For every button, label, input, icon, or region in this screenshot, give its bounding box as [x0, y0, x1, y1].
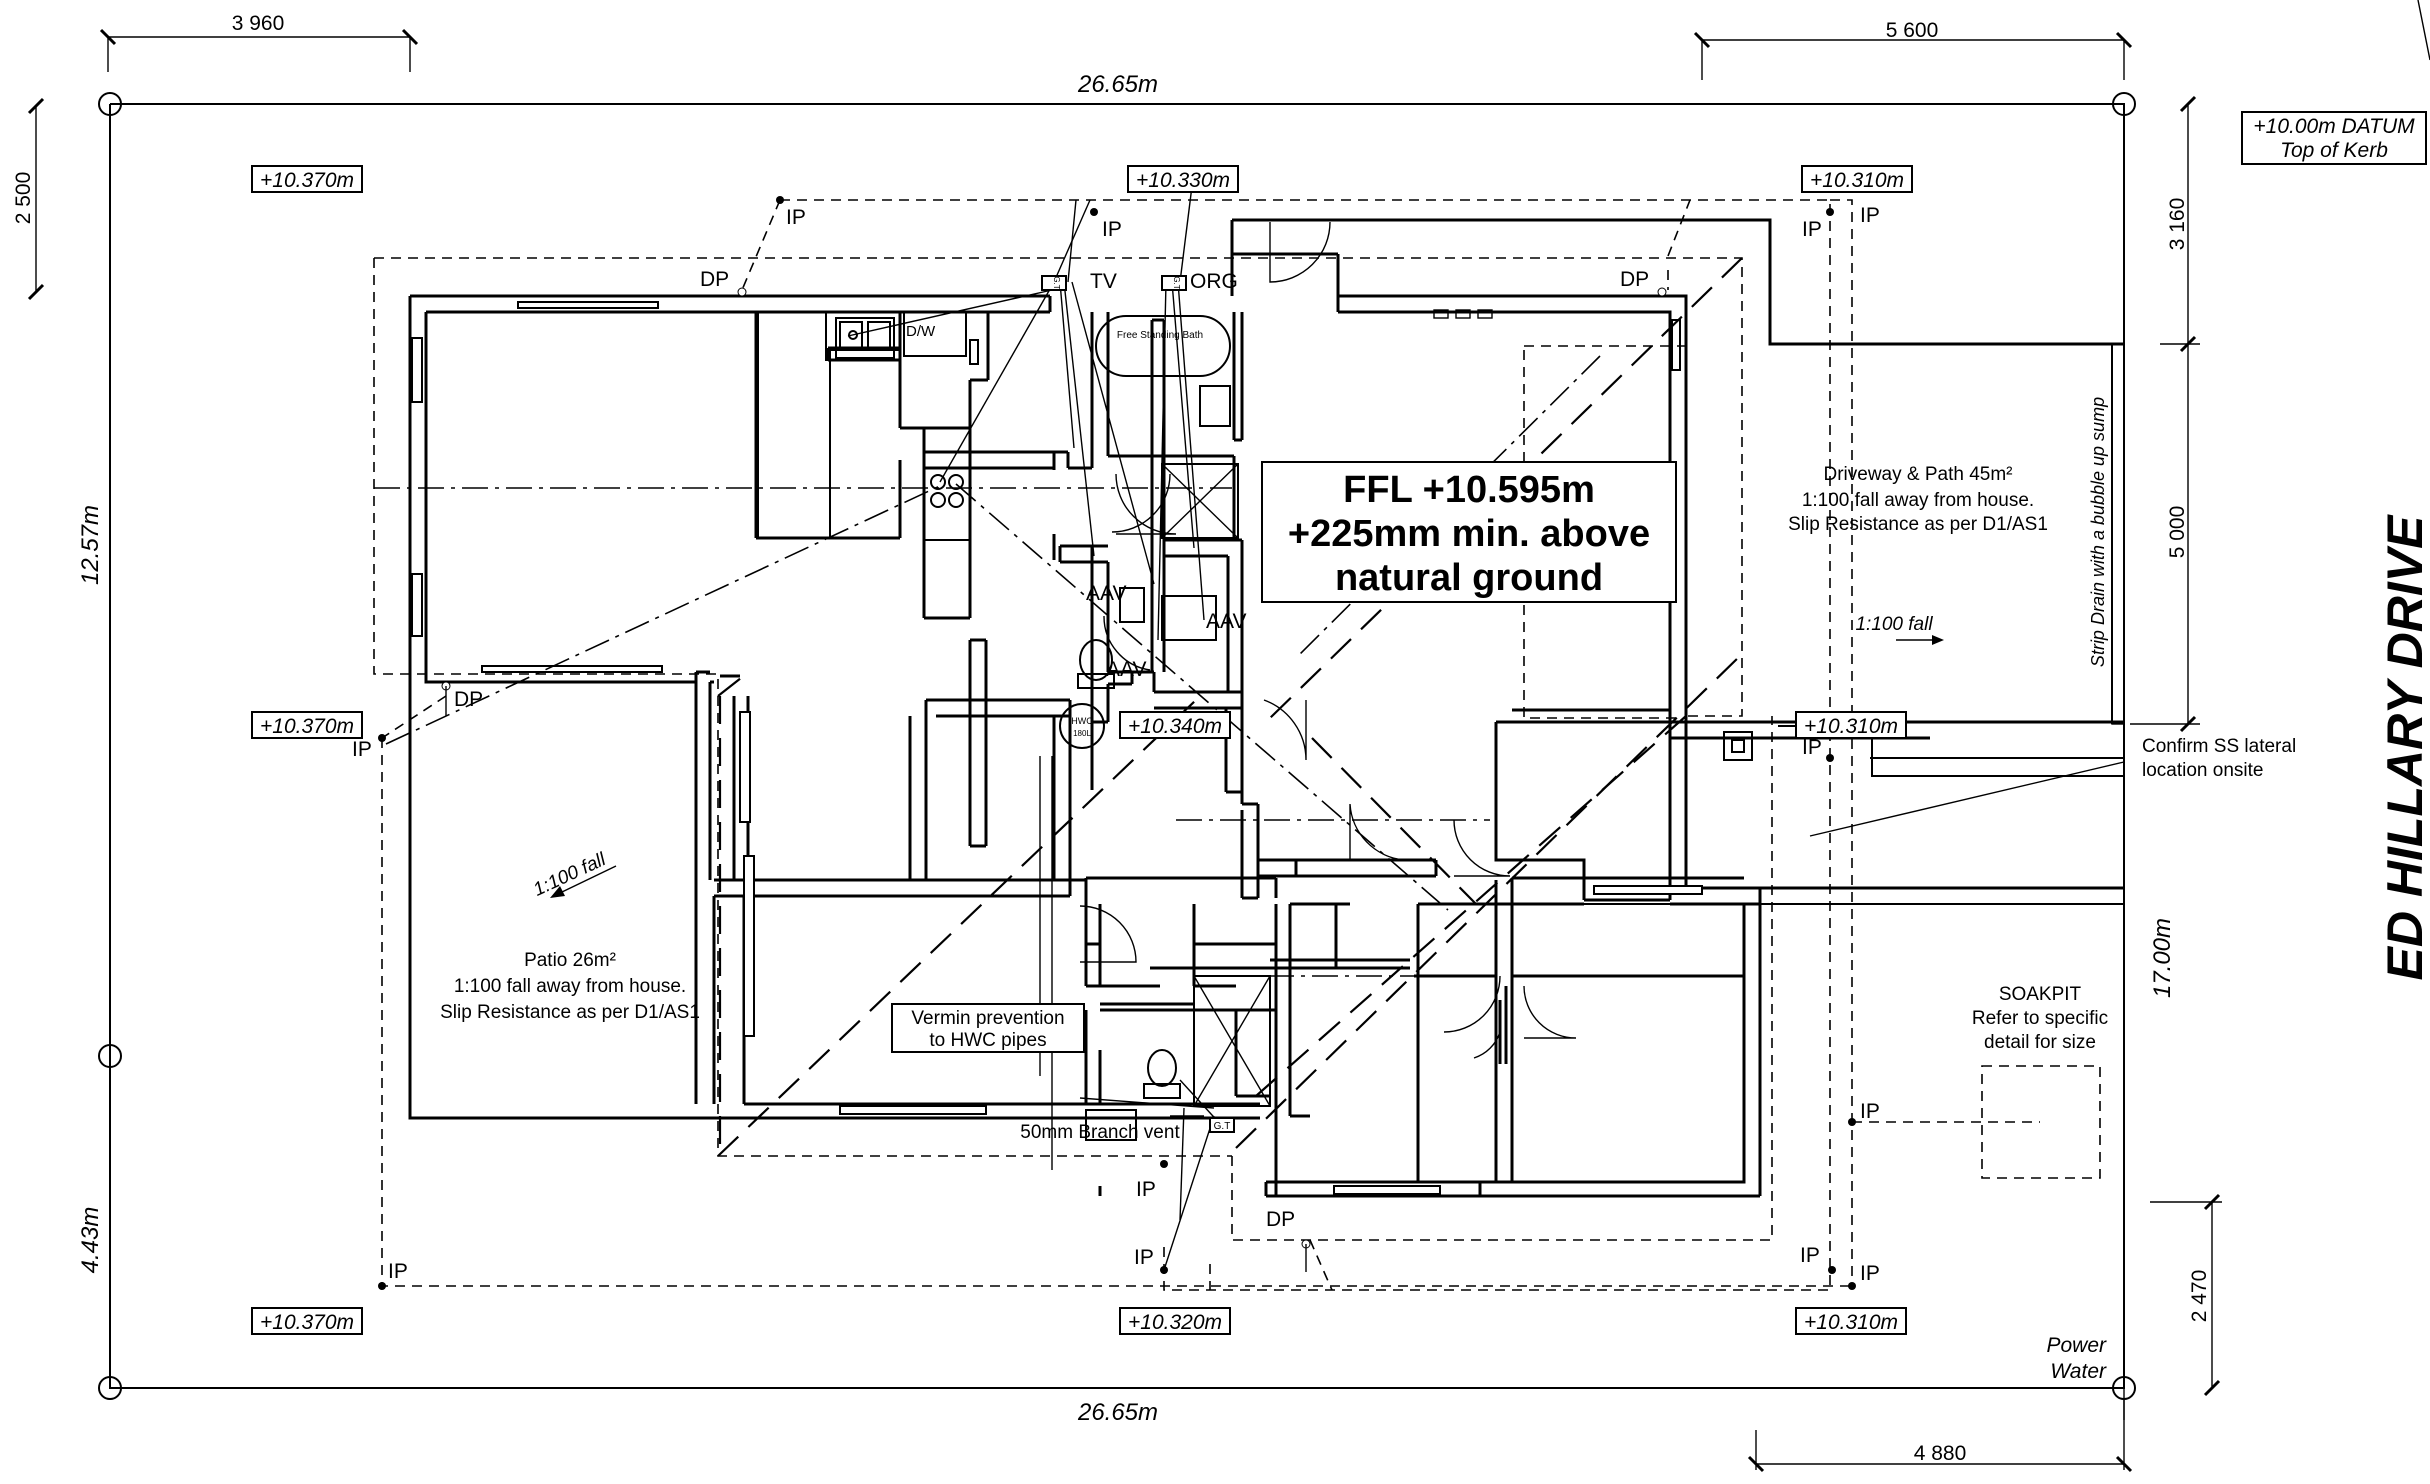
- driveway-line1: Driveway & Path 45m²: [1823, 464, 2012, 485]
- strip-drain-label: Strip Drain with a bubble up sump: [2088, 397, 2108, 667]
- dimension-lines: [27, 28, 2222, 1473]
- patio-line2: 1:100 fall away from house.: [454, 976, 686, 997]
- datum-line2: Top of Kerb: [2280, 139, 2388, 162]
- ip-label-12: IP: [388, 1260, 408, 1283]
- inspection-points: [378, 196, 1856, 1290]
- dw-label: D/W: [906, 323, 936, 340]
- windows: [411, 301, 1703, 1195]
- soakpit-line1: SOAKPIT: [1999, 984, 2082, 1005]
- branch-vent-label: 50mm Branch vent: [1020, 1122, 1180, 1143]
- ip-label-6: IP: [1802, 736, 1822, 759]
- dim-left-top: 2 500: [12, 172, 35, 225]
- level-e: +10.310m: [1804, 715, 1898, 738]
- level-sw: +10.370m: [260, 1311, 354, 1334]
- dim-bottom-right: 4 880: [1914, 1442, 1967, 1465]
- ip-label-4: IP: [1860, 204, 1880, 227]
- ip-label-5: IP: [352, 738, 372, 761]
- driveway-fall: 1:100 fall: [1855, 614, 1933, 635]
- org-label: ORG: [1190, 270, 1238, 293]
- street-name: ED HILLARY DRIVE: [2377, 514, 2430, 981]
- gully-traps: [1041, 275, 1235, 1133]
- patio-line1: Patio 26m²: [524, 950, 616, 971]
- datum-box: [2241, 111, 2427, 165]
- ip-label-7: IP: [1860, 1100, 1880, 1123]
- ip-label-2: IP: [1102, 218, 1122, 241]
- dp-label-4: DP: [1266, 1208, 1295, 1231]
- ip-label-9: IP: [1134, 1246, 1154, 1269]
- vermin-box: [891, 1003, 1085, 1053]
- driveway-line2: 1:100 fall away from house.: [1802, 490, 2034, 511]
- patio-line3: Slip Resistance as per D1/AS1: [440, 1002, 700, 1023]
- ip-label-10: IP: [1800, 1244, 1820, 1267]
- ip-label-11: IP: [1860, 1262, 1880, 1285]
- level-centre: +10.340m: [1128, 715, 1222, 738]
- ffl-line3: natural ground: [1335, 557, 1603, 599]
- vermin-line2: to HWC pipes: [929, 1030, 1046, 1051]
- doors: [1079, 221, 1577, 1059]
- ip-label-8: IP: [1136, 1178, 1156, 1201]
- gt-label-3: G.T: [1214, 1121, 1231, 1132]
- level-ne: +10.310m: [1810, 169, 1904, 192]
- ip-label-1: IP: [786, 206, 806, 229]
- soakpit-line3: detail for size: [1984, 1032, 2096, 1053]
- aav-label-2: AAV: [1206, 610, 1246, 633]
- dim-right-mid: 5 000: [2166, 506, 2189, 559]
- ffl-line2: +225mm min. above: [1288, 513, 1650, 555]
- patio-fall-arrow: [550, 865, 617, 898]
- ip-label-3: IP: [1802, 218, 1822, 241]
- level-tags: [251, 165, 1913, 1335]
- boundary-bottom-label: 26.65m: [1077, 1399, 1158, 1426]
- driveway-line3: Slip Resistance as per D1/AS1: [1788, 514, 2048, 535]
- dp-label-3: DP: [454, 688, 483, 711]
- driveway-fall-arrow: [1896, 635, 1944, 645]
- water-label: Water: [2050, 1360, 2107, 1383]
- ffl-line1: FFL +10.595m: [1343, 469, 1595, 511]
- datum-line1: +10.00m DATUM: [2253, 115, 2415, 138]
- dim-top-right: 5 600: [1886, 19, 1939, 42]
- boundary-left-label: 12.57m: [77, 505, 104, 585]
- aav-label-1: AAV: [1086, 582, 1126, 605]
- eave-outline: [373, 257, 1773, 1241]
- boundary-top-label: 26.65m: [1077, 71, 1158, 98]
- power-label: Power: [2046, 1334, 2107, 1357]
- level-nw: +10.370m: [260, 169, 354, 192]
- tv-label: TV: [1090, 270, 1117, 293]
- dim-top-left: 3 960: [232, 12, 285, 35]
- fall-diagonals: [374, 257, 1745, 1157]
- level-w: +10.370m: [260, 715, 354, 738]
- level-se: +10.310m: [1804, 1311, 1898, 1334]
- boundary-left-lower-label: 4.43m: [77, 1207, 104, 1274]
- level-s: +10.320m: [1128, 1311, 1222, 1334]
- site-boundary: [98, 0, 2430, 1420]
- dp-label-2: DP: [1620, 268, 1649, 291]
- hwc-label: HWC: [1071, 716, 1093, 726]
- gt-label-1: G.T: [1052, 276, 1061, 289]
- sanitary-lines: [847, 169, 1223, 1271]
- lateral-line2: location onsite: [2142, 760, 2263, 781]
- boundary-right-label: 17.00m: [2149, 918, 2176, 998]
- lateral-line1: Confirm SS lateral: [2142, 736, 2296, 757]
- dp-label-1: DP: [700, 268, 729, 291]
- bath-label: Free Standing Bath: [1117, 330, 1203, 341]
- aav-label-3: AAV: [1106, 658, 1146, 681]
- hwc-size-label: 180L: [1073, 729, 1091, 738]
- dim-right-bottom: 2 470: [2188, 1270, 2211, 1323]
- level-n: +10.330m: [1136, 169, 1230, 192]
- ffl-box: [1261, 461, 1677, 603]
- gt-label-2: G.T: [1172, 276, 1181, 289]
- soakpit-line2: Refer to specific: [1972, 1008, 2108, 1029]
- house-walls: [408, 218, 2124, 1198]
- dim-right-top: 3 160: [2166, 198, 2189, 251]
- vermin-line1: Vermin prevention: [911, 1008, 1064, 1029]
